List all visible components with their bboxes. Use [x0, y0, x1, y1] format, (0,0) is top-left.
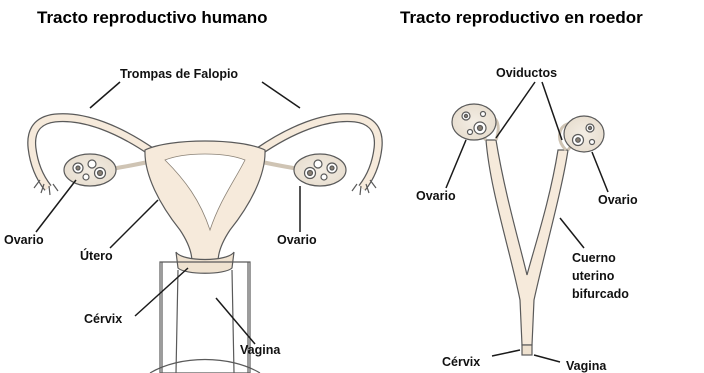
label-oviducts: Oviductos — [496, 66, 557, 80]
rodent-reproductive-tract — [452, 104, 604, 355]
label-vagina-human: Vagina — [240, 343, 281, 357]
human-ovary-right — [294, 154, 346, 186]
rodent-cervix — [522, 345, 532, 355]
rodent-ovary-left — [452, 104, 496, 140]
label-ovary-right-human: Ovario — [277, 233, 317, 247]
human-reproductive-tract — [32, 118, 379, 373]
human-vagina — [160, 262, 250, 373]
label-fallopian-tubes: Trompas de Falopio — [120, 67, 238, 81]
label-ovary-right-rodent: Ovario — [598, 193, 638, 207]
rodent-uterine-horns — [486, 140, 568, 345]
label-vagina-rodent: Vagina — [566, 359, 607, 373]
label-ovary-left-human: Ovario — [4, 233, 44, 247]
label-uterine-horn-line3: bifurcado — [572, 287, 629, 301]
label-cervix-rodent: Cérvix — [442, 355, 480, 369]
label-cervix-human: Cérvix — [84, 312, 122, 326]
label-ovary-left-rodent: Ovario — [416, 189, 456, 203]
label-uterine-horn-line1: Cuerno — [572, 251, 616, 265]
label-uterus: Útero — [80, 248, 113, 263]
human-ovary-left — [64, 154, 116, 186]
label-uterine-horn-line2: uterino — [572, 269, 615, 283]
rodent-ovary-right — [564, 116, 604, 152]
